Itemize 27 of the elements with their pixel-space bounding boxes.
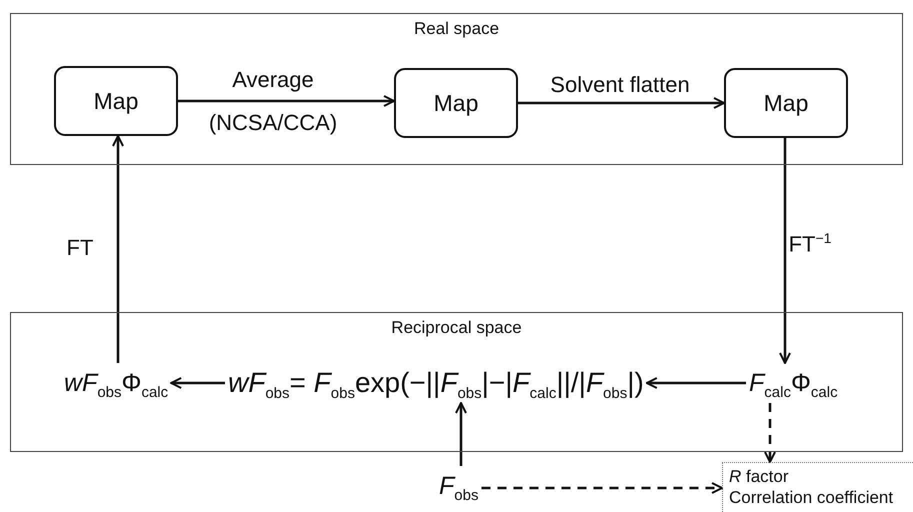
map-box: Map [724, 68, 848, 138]
dashed-arrow [481, 482, 723, 494]
arrow [455, 402, 467, 466]
arrow [646, 377, 746, 389]
result-text: Correlation coefficient [729, 487, 894, 508]
panel-heading: Real space [412, 19, 500, 39]
result-text: R factor [729, 466, 790, 487]
formula-text: F$_{obs}$ [436, 466, 482, 502]
panel-heading: Reciprocal space [390, 318, 523, 338]
formula-text: wF$_{obs}$= F$_{obs}$exp(−||F$_{obs}$|−|F$_{calc}$||/|F$_{obs}$|) [225, 363, 647, 403]
edge-label: Average (NCSA/CCA) [208, 66, 338, 137]
edge-label: Solvent flatten [549, 72, 691, 98]
formula-text: F$_{calc}$Φ$_{calc}$ [746, 363, 841, 403]
edge-label: FT$^{−1}$ [788, 230, 832, 258]
arrow [779, 138, 791, 364]
arrow [112, 135, 124, 363]
arrow [178, 95, 395, 107]
map-box: Map [394, 68, 518, 138]
result-box [722, 462, 913, 512]
dashed-arrow [764, 403, 776, 463]
arrow [518, 97, 725, 109]
map-box: Map [54, 66, 178, 136]
arrow [170, 377, 225, 389]
space-panel [10, 312, 903, 452]
space-panel [10, 13, 903, 165]
formula-text: wF$_{obs}$Φ$_{calc}$ [61, 363, 172, 403]
edge-label: FT [66, 235, 94, 261]
